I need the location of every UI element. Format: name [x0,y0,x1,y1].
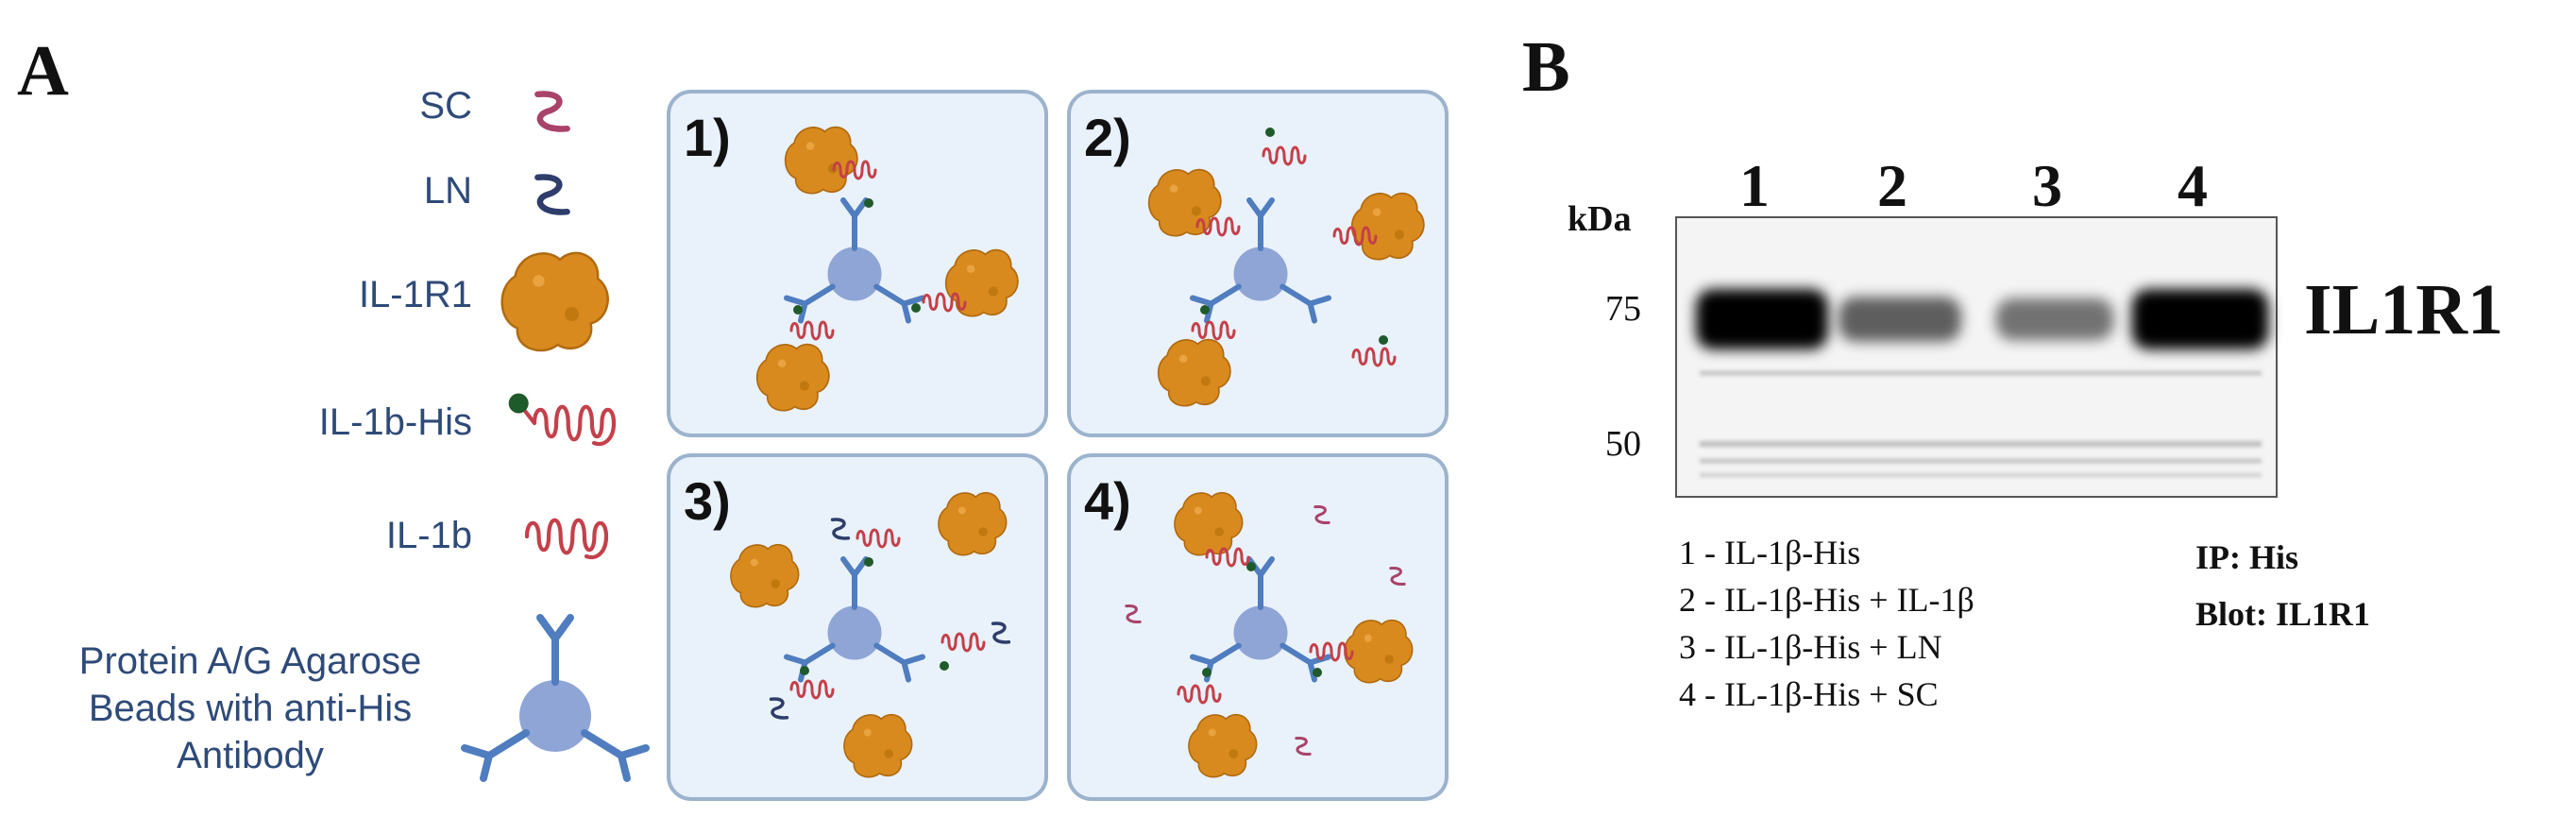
panel-a-label: A [17,31,69,111]
band-lane-1 [1696,289,1828,349]
legend-beads-line-1: Protein A/G Agarose [78,640,422,682]
lane-label-4: 4 [2178,152,2208,219]
legend-il1r1-label: IL-1R1 [358,274,472,315]
box-3-illustration [730,491,1011,778]
lane-legend-4: 4 - IL-1β-His + SC [1679,675,1939,713]
ln-icon [537,178,567,213]
il1b-his-icon [508,393,614,445]
band-lane-4 [2131,289,2269,349]
box-2-illustration [1147,128,1425,407]
lane-label-3: 3 [2032,152,2062,219]
lane-legend: 1 - IL-1β-His 2 - IL-1β-His + IL-1β 3 - … [1679,529,1974,718]
band-lane-3 [1995,298,2114,341]
box-4-number: 4) [1084,471,1131,531]
box-3-number: 3) [684,471,731,531]
ip-label: IP: His [2195,538,2299,576]
lane-label-2: 2 [1877,152,1907,219]
legend-sc-label: SC [419,85,472,127]
box-2-number: 2) [1084,108,1131,167]
blot-bands [1696,289,2269,349]
legend-beads-label: Protein A/G Agarose Beads with anti-His … [19,638,482,779]
box-1-illustration [755,126,1019,412]
il1r1-icon [500,251,609,352]
condition-box-2: 2) [1067,90,1449,437]
box-4-illustration [1125,491,1414,778]
kda-label: kDa [1568,199,1632,239]
lane-legend-3: 3 - IL-1β-His + LN [1679,628,1942,666]
blot-antibody-label: Blot: IL1R1 [2195,595,2371,633]
legend-il1b-label: IL-1b [385,515,472,556]
box-1-number: 1) [684,108,731,167]
legend-ln-label: LN [423,170,472,212]
western-blot [1675,216,2278,498]
antibody-bead-icon [465,618,646,778]
marker-75: 75 [1605,289,1641,329]
blot-faint-bands [1700,370,2262,477]
legend-beads-line-3: Antibody [177,735,324,776]
band-lane-2 [1839,297,1961,342]
ip-blot-info: IP: His Blot: IL1R1 [2195,529,2370,642]
panel-b-label: B [1522,27,1570,107]
band-label: IL1R1 [2304,270,2504,349]
blot-membrane [1675,216,2278,498]
legend-beads-line-2: Beads with anti-His [88,688,413,729]
lane-legend-1: 1 - IL-1β-His [1679,534,1861,571]
sc-icon [537,94,567,129]
lane-legend-2: 2 - IL-1β-His + IL-1β [1679,581,1974,619]
lane-label-1: 1 [1739,152,1770,219]
marker-50: 50 [1605,424,1641,464]
legend-il1b-his-label: IL-1b-His [318,401,472,443]
il1b-icon [527,520,606,557]
